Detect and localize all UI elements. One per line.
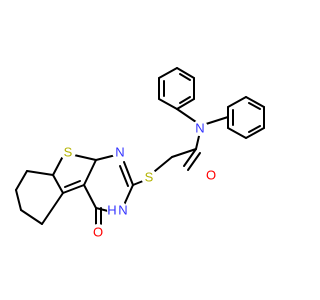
atom-background xyxy=(90,224,106,240)
bond xyxy=(15,189,22,211)
atom-o-ketone: O xyxy=(90,224,106,240)
canvas-background xyxy=(0,0,300,300)
bond xyxy=(83,159,97,186)
atom-s-thiophene: S xyxy=(60,144,76,160)
bond xyxy=(176,98,195,110)
atom-background xyxy=(141,169,157,185)
bond xyxy=(227,96,247,108)
bond xyxy=(248,125,261,133)
phenyl-ring-upper xyxy=(158,67,195,110)
bond xyxy=(119,165,129,187)
pyrimidinone-ring xyxy=(83,154,134,225)
atom-label-n: N xyxy=(118,203,127,218)
atom-s-thioether: S xyxy=(141,169,157,185)
atom-o-amide: O xyxy=(203,167,219,183)
bond xyxy=(248,102,261,110)
cyclohexene-ring xyxy=(15,170,64,225)
atom-nh-ring: H N xyxy=(107,200,128,220)
bond-phenyl-n xyxy=(205,116,229,125)
thiophene-ring xyxy=(52,154,97,194)
atom-label-s: S xyxy=(145,170,154,185)
atom-labels: N O S S N H N O xyxy=(60,120,219,240)
bond-sulfur-ring xyxy=(132,180,144,186)
atom-label-n: N xyxy=(115,145,124,160)
bond xyxy=(15,170,28,191)
bond-carbonyl-oxygen-double xyxy=(187,152,201,171)
atom-background xyxy=(60,144,76,160)
bond xyxy=(26,170,54,176)
bond xyxy=(52,174,64,194)
atom-label-o: O xyxy=(206,168,216,183)
bond-n-carbonyl xyxy=(195,135,200,150)
atom-label-s: S xyxy=(64,145,73,160)
bond xyxy=(41,192,64,225)
bond xyxy=(64,180,81,188)
bond xyxy=(158,98,178,110)
bond-ch2-sulfur xyxy=(154,156,173,172)
molecule-structure-diagram: N O S S N H N O xyxy=(0,0,300,300)
bond xyxy=(179,73,191,81)
atom-label-o: O xyxy=(93,225,103,240)
atom-label-h: H xyxy=(107,203,116,218)
bond xyxy=(158,67,178,79)
atom-label-n: N xyxy=(195,121,204,136)
bond xyxy=(73,154,97,161)
bond xyxy=(227,127,247,139)
bond-carbonyl-ch2 xyxy=(171,148,197,158)
bond xyxy=(62,184,85,194)
atom-n-amide: N xyxy=(192,120,208,136)
bond xyxy=(20,209,43,225)
bond-phenyl-n xyxy=(176,108,197,123)
bond xyxy=(176,67,195,79)
bond xyxy=(123,161,134,186)
atom-n-ring-upper: N xyxy=(112,144,128,160)
bond-carbonyl-oxygen xyxy=(183,148,197,167)
bond xyxy=(83,184,97,209)
atom-background xyxy=(192,120,208,136)
atom-background xyxy=(107,200,127,220)
bond xyxy=(52,157,63,176)
bond xyxy=(179,96,191,104)
bond xyxy=(245,127,265,139)
bond xyxy=(95,154,117,161)
bonds xyxy=(15,67,265,225)
bond xyxy=(123,184,134,206)
atom-background xyxy=(112,144,128,160)
bond xyxy=(245,96,265,108)
atom-background xyxy=(203,167,219,183)
